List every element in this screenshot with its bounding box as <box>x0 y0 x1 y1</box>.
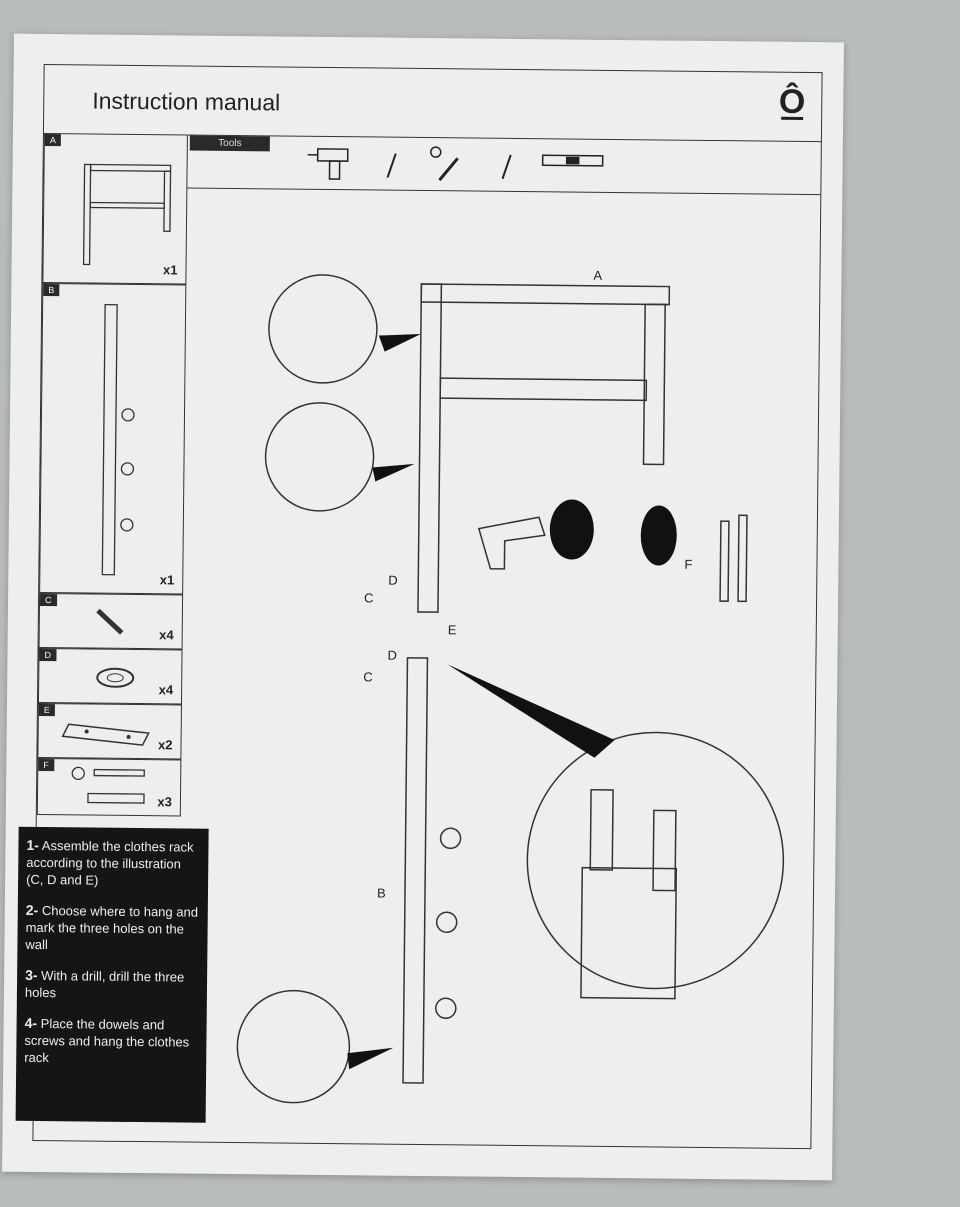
callout-a: A <box>593 268 602 283</box>
detail-circle-bottom <box>236 989 351 1104</box>
assembly-diagram: A B C D E F C D <box>236 268 785 1104</box>
parts-list: A x1 B x1 C x4 D x4 E x2 <box>36 133 188 817</box>
callout-d-lower: D <box>387 648 397 663</box>
instruction-sheet: Instruction manual Ô Tools A <box>2 33 844 1181</box>
hook <box>435 827 462 1020</box>
bolt-icon <box>96 608 124 635</box>
part-e: E x2 <box>37 702 182 760</box>
bar-b-drawing <box>402 657 429 1084</box>
tools-icons <box>307 146 604 182</box>
part-a: A x1 <box>42 133 188 285</box>
callout-d: D <box>388 573 398 588</box>
bar-part-icon <box>101 303 135 576</box>
part-f: F x3 <box>36 757 182 817</box>
drill-drawing <box>477 516 546 570</box>
detail-circle-mid <box>264 402 375 512</box>
frame-a-drawing <box>417 283 443 613</box>
part-d: D x4 <box>37 647 183 705</box>
wall-hole-mark <box>640 505 677 566</box>
drill-icon <box>307 148 349 180</box>
tools-bar: Tools <box>187 134 821 196</box>
manual-frame: Instruction manual Ô Tools A <box>15 63 823 1150</box>
detail-circle-top <box>268 274 378 384</box>
washer-icon <box>96 667 135 688</box>
screwdriver-icon <box>430 146 459 182</box>
frame-part-icon <box>82 163 172 266</box>
level-icon <box>541 154 604 167</box>
callout-e: E <box>448 622 457 637</box>
plate-icon <box>61 723 150 746</box>
callout-b: B <box>377 886 386 901</box>
wall-hole-mark <box>549 499 594 560</box>
screw-dowel-icon <box>71 766 145 804</box>
callout-f: F <box>684 557 692 572</box>
callout-c: C <box>364 590 374 605</box>
callout-c-lower: C <box>363 669 373 684</box>
detail-circle-joint <box>526 731 785 990</box>
part-c: C x4 <box>38 592 184 650</box>
part-b: B x1 <box>39 282 187 595</box>
